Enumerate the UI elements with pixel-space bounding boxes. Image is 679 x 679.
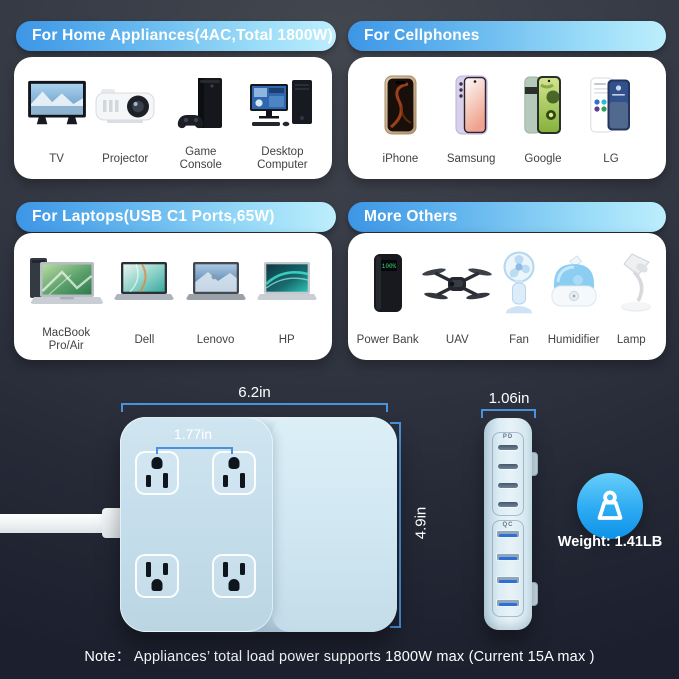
section-title-pill: More Others — [348, 202, 666, 232]
power-bank-icon: 100% — [373, 254, 402, 312]
height-dimension-label: 4.9in — [412, 506, 430, 540]
power-strip-side-view: PD QC — [484, 418, 532, 630]
iphone-icon — [384, 75, 417, 134]
weight-icon — [597, 490, 623, 520]
lg-phone-icon — [590, 77, 631, 132]
section-title-pill: For Laptops(USB C1 Ports,65W) — [16, 202, 336, 232]
usb-a-port — [496, 599, 520, 607]
outlet-spacing-label: 1.77in — [173, 426, 213, 442]
google-phone-icon — [524, 75, 561, 134]
device-item: MacBook Pro/Air — [27, 241, 105, 355]
device-item: Humidifier — [545, 241, 603, 355]
device-card: TV Projector — [14, 57, 332, 179]
ac-outlet — [135, 554, 179, 598]
usb-a-group-label: QC — [502, 522, 514, 528]
section-title: For Cellphones — [364, 27, 480, 44]
device-item: Samsung — [446, 65, 496, 174]
outlet-panel — [120, 417, 273, 632]
device-item: HP — [255, 241, 319, 355]
device-item: Google — [524, 65, 562, 174]
device-item: Fan — [496, 241, 542, 355]
outlet-spacing-line — [156, 447, 233, 454]
usb-c-port — [498, 464, 518, 469]
usb-c-group-label: PD — [502, 434, 514, 440]
device-item: LG — [590, 65, 631, 174]
device-label: Google — [524, 152, 562, 165]
macbook-icon — [30, 258, 104, 304]
power-cord — [0, 514, 121, 533]
device-label: Samsung — [446, 152, 496, 165]
usb-c-port — [498, 502, 518, 507]
device-item: Lenovo — [184, 241, 248, 355]
usb-a-port — [496, 576, 520, 584]
device-label: TV — [49, 152, 64, 165]
desktop-computer-icon — [250, 79, 313, 126]
device-label: Desktop Computer — [257, 146, 308, 171]
usb-a-port — [496, 530, 520, 538]
section-title: For Home Appliances(4AC,Total 1800W) — [32, 27, 333, 44]
hp-laptop-icon — [257, 262, 317, 300]
uav-drone-icon — [422, 268, 493, 300]
strip-side-surface — [272, 417, 397, 632]
note-text: Note： Appliances’ total load power suppo… — [84, 649, 595, 665]
power-strip-front-view: 1.77in — [120, 417, 397, 632]
device-item: Desktop Computer — [244, 65, 320, 174]
device-label: LG — [603, 152, 619, 165]
dell-laptop-icon — [114, 262, 174, 300]
device-item: UAV — [421, 241, 493, 355]
usb-c-port-group: PD — [492, 432, 524, 516]
device-item: Dell — [112, 241, 176, 355]
device-label: Humidifier — [547, 333, 600, 346]
humidifier-icon — [551, 255, 597, 307]
device-label: Lenovo — [196, 333, 235, 346]
ac-outlet — [212, 451, 256, 495]
ac-outlet — [212, 554, 256, 598]
lenovo-laptop-icon — [185, 262, 246, 300]
section-title: More Others — [364, 208, 458, 225]
ac-outlet — [135, 451, 179, 495]
tv-icon — [27, 80, 86, 124]
device-label: iPhone — [382, 152, 419, 165]
device-item: 100% Power Bank — [357, 241, 419, 355]
lamp-icon — [621, 253, 652, 312]
device-label: UAV — [445, 333, 469, 346]
device-item: Lamp — [605, 241, 657, 355]
cord-strain-relief — [102, 508, 123, 538]
usb-c-port — [498, 483, 518, 488]
device-label: Power Bank — [356, 333, 419, 346]
fan-icon — [503, 251, 535, 314]
device-item: iPhone — [382, 65, 419, 174]
projector-icon — [95, 88, 155, 123]
usb-a-port — [496, 553, 520, 561]
usb-c-port — [498, 445, 518, 450]
weight-label: Weight: 1.41LB — [557, 534, 663, 550]
device-label: Dell — [134, 333, 155, 346]
device-label: Fan — [509, 333, 529, 346]
device-label: MacBook Pro/Air — [42, 327, 91, 352]
device-item: Game Console — [163, 65, 239, 174]
svg-text:100%: 100% — [381, 263, 396, 270]
section-title-pill: For Home Appliances(4AC,Total 1800W) — [16, 21, 336, 51]
game-console-icon — [177, 77, 222, 128]
device-card: 100% Power Bank UAV — [348, 233, 666, 360]
device-card: iPhone Samsung — [348, 57, 666, 179]
side-width-dimension-line — [481, 409, 536, 418]
samsung-phone-icon — [455, 75, 488, 134]
width-dimension-line — [121, 403, 388, 412]
weight-badge — [577, 473, 643, 539]
device-label: Projector — [102, 152, 149, 165]
section-title: For Laptops(USB C1 Ports,65W) — [32, 208, 275, 225]
device-label: Game Console — [179, 146, 222, 171]
side-width-dimension-label: 1.06in — [488, 390, 530, 407]
section-title-pill: For Cellphones — [348, 21, 666, 51]
device-item: TV — [26, 65, 88, 174]
device-label: HP — [278, 333, 295, 346]
width-dimension-label: 6.2in — [238, 384, 271, 401]
height-dimension-line — [390, 422, 401, 628]
device-card: MacBook Pro/Air Dell — [14, 233, 332, 360]
device-label: Lamp — [616, 333, 646, 346]
device-item: Projector — [93, 65, 157, 174]
usb-a-port-group: QC — [492, 520, 524, 617]
